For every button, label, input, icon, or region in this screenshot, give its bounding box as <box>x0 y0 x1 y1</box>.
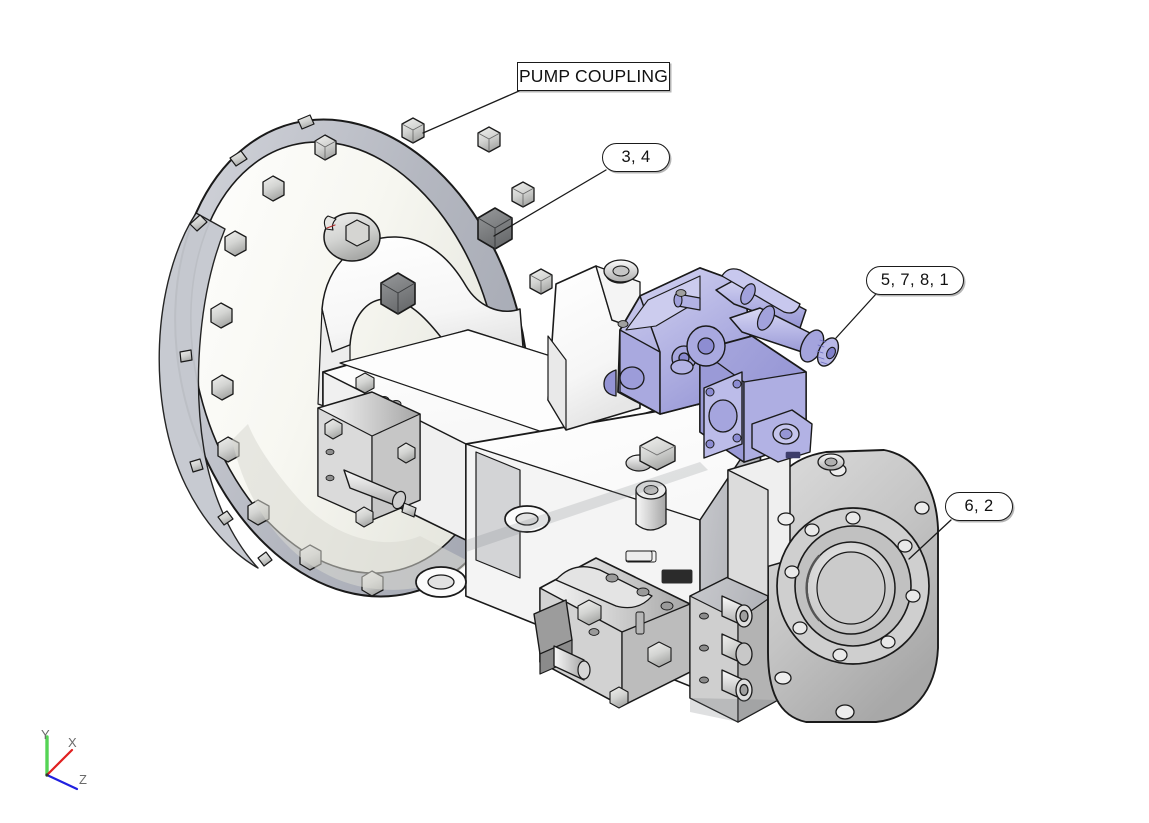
port-boss <box>635 480 667 531</box>
center-hex-plug <box>639 436 676 471</box>
aux-pump-mount-pad <box>603 259 687 328</box>
callout-items-5-7-8-1-label: 5, 7, 8, 1 <box>880 271 950 289</box>
mounting-flange <box>727 449 939 723</box>
aux-pump-port-flange <box>703 371 743 459</box>
aux-pump-solenoid-stack <box>673 268 840 367</box>
axis-x-line <box>45 748 74 777</box>
callout-pump-coupling-label: PUMP COUPLING <box>518 66 669 86</box>
solenoid-valve <box>533 599 591 681</box>
leader-items-3-4 <box>493 169 607 237</box>
hydraulic-fittings <box>721 595 753 702</box>
lifting-ring-mid <box>504 505 550 533</box>
left-control-valve <box>317 372 421 528</box>
socket-plug <box>323 212 381 262</box>
axis-z-line <box>45 773 79 791</box>
dark-hex-bolts <box>380 207 513 315</box>
callout-items-6-2-label: 6, 2 <box>964 497 994 515</box>
axis-label-x: X <box>68 735 77 750</box>
aux-pump-foot <box>751 409 813 463</box>
callout-pump-coupling[interactable]: PUMP COUPLING <box>517 62 670 91</box>
axis-origin <box>45 773 49 777</box>
callout-items-3-4-label: 3, 4 <box>621 148 651 166</box>
leader-items-5-7-8-1 <box>835 293 877 339</box>
highlighted-aux-pump <box>603 267 840 463</box>
knurled-end-cap <box>799 329 840 367</box>
callout-items-3-4[interactable]: 3, 4 <box>602 143 670 172</box>
leader-pump-coupling <box>422 90 520 134</box>
lifting-ring-left <box>415 566 467 598</box>
callout-items-6-2[interactable]: 6, 2 <box>945 492 1013 521</box>
actuator-cylinder-left <box>343 469 417 518</box>
lower-valve-block <box>533 550 691 709</box>
leader-items-6-2 <box>908 519 952 560</box>
axis-label-z: Z <box>79 772 87 787</box>
flange-top-boss <box>817 453 845 471</box>
callout-items-5-7-8-1[interactable]: 5, 7, 8, 1 <box>866 266 964 295</box>
axis-label-y: Y <box>41 727 50 742</box>
right-port-block <box>689 571 779 723</box>
